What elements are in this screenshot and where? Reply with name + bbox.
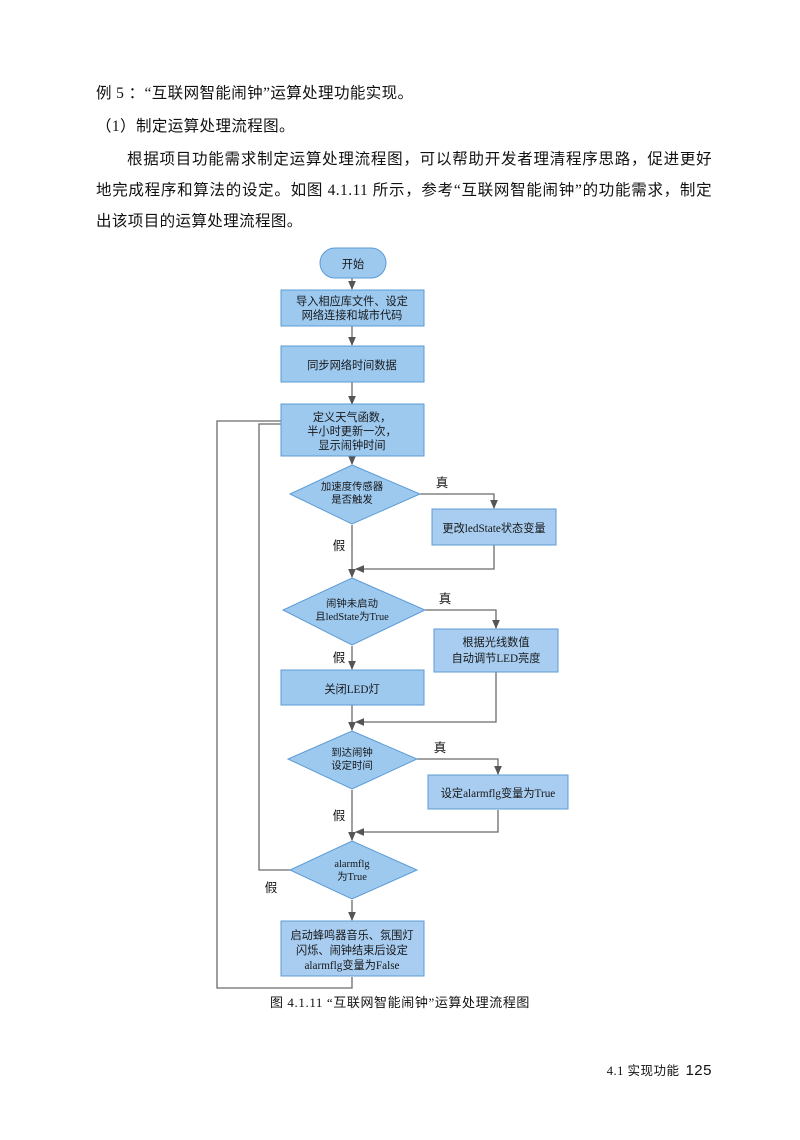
edge-bright-merge (354, 672, 497, 726)
flowchart-connectors (216, 276, 502, 989)
node-buzzer-ambient: 启动蜂鸣器音乐、氛围灯 闪烁、闹钟结束后设定 alarmflg变量为False (280, 920, 425, 977)
node-isalarm-line2: 为True (337, 871, 367, 883)
node-buzzer-line2: 闪烁、闹钟结束后设定 (296, 943, 408, 957)
edge-label-accel-true: 真 (436, 476, 449, 490)
edge-buzzer-loop (216, 417, 353, 989)
paragraph-example-heading: 例 5 ：“互联网智能闹钟”运算处理功能实现。 (96, 85, 414, 102)
node-auto-brightness: 根据光线数值 自动调节LED亮度 (433, 628, 559, 673)
node-turn-off-led: 关闭LED灯 (280, 669, 425, 706)
edge-label-notstart-false: 假 (333, 651, 346, 665)
edge-label-notstart-true: 真 (439, 592, 452, 606)
node-weather-line1: 定义天气函数， (313, 410, 391, 424)
node-setflag-label: 设定alarmflg变量为True (441, 786, 556, 800)
edge-accel-true (420, 493, 498, 510)
figure-caption: 图 4.1.11 “互联网智能闹钟”运算处理流程图 (269, 995, 531, 1010)
node-sync-time: 同步网络时间数据 (280, 345, 425, 383)
node-ledoff-label: 关闭LED灯 (324, 682, 379, 696)
node-set-alarmflg-true: 设定alarmflg变量为True (427, 774, 569, 810)
node-reached-line1: 到达闹钟 (331, 746, 373, 759)
paragraph-step-1: （1）制定运算处理流程图。 (96, 118, 295, 135)
paragraph-description: 根据项目功能需求制定运算处理流程图，可以帮助开发者理清程序思路，促进更好地完成程… (96, 151, 712, 230)
page-body: 例 5 ：“互联网智能闹钟”运算处理功能实现。 （1）制定运算处理流程图。 根据… (96, 78, 712, 239)
node-decision-alarm-not-started: 闹钟未启动 且ledState为True (281, 577, 427, 646)
node-bright-line1: 根据光线数值 (462, 635, 529, 649)
edge-setflag-merge (354, 810, 499, 836)
edge-label-reached-true: 真 (434, 741, 447, 755)
edge-label-reached-false: 假 (333, 809, 346, 823)
node-buzzer-line1: 启动蜂鸣器音乐、氛围灯 (290, 928, 413, 942)
edge-ledstate-merge (354, 545, 495, 573)
node-decision-alarmflg: alarmflg 为True (288, 840, 419, 900)
edge-label-accel-false: 假 (333, 539, 346, 553)
edge-label-isalarm-false: 假 (265, 881, 278, 895)
node-import-libraries: 导入相应库文件、设定 网络连接和城市代码 (280, 289, 425, 327)
footer-page-number: 125 (685, 1062, 712, 1079)
node-import-line1: 导入相应库文件、设定 (296, 294, 408, 308)
node-start: 开始 (319, 247, 387, 279)
node-weather-function: 定义天气函数， 半小时更新一次， 显示闹钟时间 (280, 403, 425, 457)
edge-notstart-true (425, 609, 500, 630)
node-accel-line1: 加速度传感器 (321, 480, 384, 493)
node-weather-line3: 显示闹钟时间 (318, 438, 385, 452)
node-bright-line2: 自动调节LED亮度 (452, 651, 541, 665)
node-decision-accelerometer: 加速度传感器 是否触发 (288, 464, 422, 525)
node-start-label: 开始 (342, 257, 364, 271)
node-buzzer-line3: alarmflg变量为False (304, 958, 399, 972)
node-update-ledstate: 更改ledState状态变量 (431, 508, 557, 546)
node-ledstate-label: 更改ledState状态变量 (442, 521, 545, 535)
footer-section: 4.1 实现功能 (606, 1064, 680, 1078)
node-reached-line2: 设定时间 (331, 759, 373, 772)
node-accel-line2: 是否触发 (331, 493, 373, 506)
node-decision-reached-time: 到达闹钟 设定时间 (286, 730, 419, 790)
node-weather-line2: 半小时更新一次， (307, 424, 397, 438)
node-notstart-line1: 闹钟未启动 (326, 597, 378, 610)
page-footer: 4.1 实现功能 125 (607, 1060, 712, 1079)
node-import-line2: 网络连接和城市代码 (302, 308, 403, 322)
node-notstart-line2: 且ledState为True (315, 611, 389, 623)
edge-reached-true (417, 758, 502, 776)
flowchart-figure: 开始 导入相应库文件、设定 网络连接和城市代码 同步网络时间数据 定义天气函数，… (0, 232, 800, 992)
node-isalarm-line1: alarmflg (334, 859, 369, 870)
node-sync-label: 同步网络时间数据 (307, 358, 397, 372)
